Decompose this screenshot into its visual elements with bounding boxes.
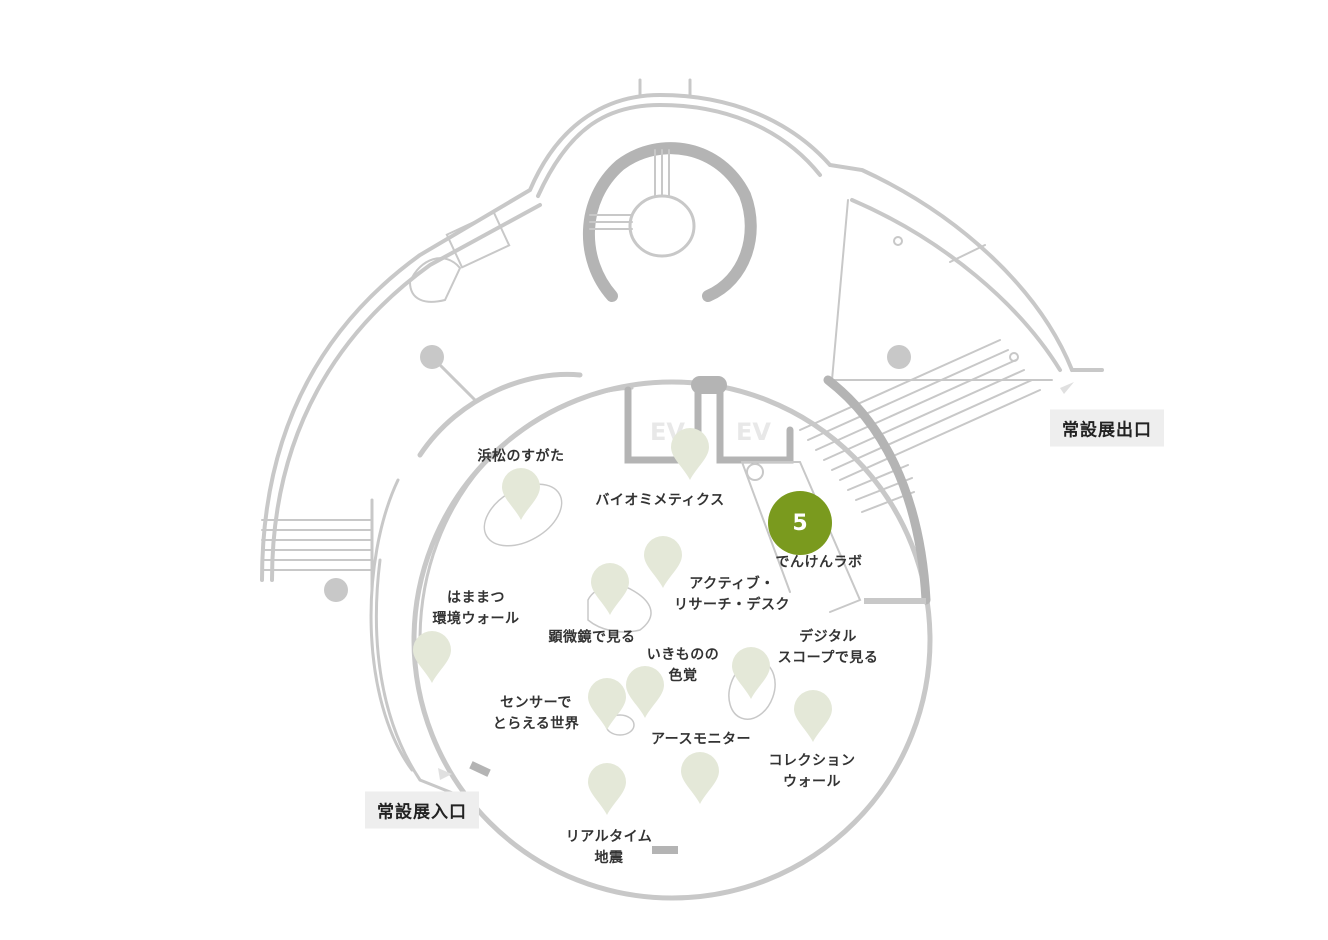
label-hamamatsu-figure[interactable]: 浜松のすがた bbox=[477, 448, 565, 465]
entrance-label: 常設展入口 bbox=[365, 791, 479, 829]
label-line: 色覚 bbox=[668, 668, 698, 684]
label-realtime-earthquake[interactable]: リアルタイム 地震 bbox=[566, 827, 653, 869]
label-line: スコープで見る bbox=[777, 650, 879, 666]
label-line: いきものの bbox=[646, 647, 720, 663]
label-line: アクティブ・ bbox=[689, 576, 775, 592]
pin-hamamatsu-figure[interactable] bbox=[502, 468, 540, 520]
exit-label: 常設展出口 bbox=[1050, 409, 1164, 447]
pin-digital-scope[interactable] bbox=[732, 647, 770, 699]
exhibit-pins bbox=[413, 428, 832, 815]
north-curve bbox=[536, 102, 822, 198]
label-line: はままつ bbox=[447, 590, 505, 606]
pin-realtime-earthquake[interactable] bbox=[588, 763, 626, 815]
outer-wall bbox=[260, 92, 1074, 582]
east-curve bbox=[850, 198, 1062, 372]
label-collection-wall[interactable]: コレクション ウォール bbox=[769, 751, 856, 793]
pin-microscope[interactable] bbox=[591, 563, 629, 615]
pin-sensor-world[interactable] bbox=[588, 678, 626, 730]
label-line: 環境ウォール bbox=[432, 611, 520, 627]
label-earth-monitor[interactable]: アースモニター bbox=[651, 731, 751, 748]
label-line: 地震 bbox=[594, 850, 624, 866]
label-line: とらえる世界 bbox=[492, 716, 580, 732]
label-line: リサーチ・デスク bbox=[674, 597, 790, 613]
pin-earth-monitor[interactable] bbox=[681, 752, 719, 804]
pin-biomimetics[interactable] bbox=[671, 428, 709, 480]
main-hall-wall bbox=[417, 371, 583, 458]
label-biomimetics[interactable]: バイオミメティクス bbox=[595, 492, 725, 509]
label-active-research-desk[interactable]: アクティブ・ リサーチ・デスク bbox=[674, 574, 790, 616]
label-digital-scope[interactable]: デジタル スコープで見る bbox=[778, 627, 879, 669]
svg-text:EV: EV bbox=[736, 418, 771, 446]
pin-hamamatsu-environment-wall[interactable] bbox=[413, 631, 451, 683]
label-line: ウォール bbox=[783, 774, 841, 790]
active-exhibit-marker[interactable]: 5 bbox=[768, 491, 832, 555]
pin-creature-colors[interactable] bbox=[626, 666, 664, 718]
label-creature-colors[interactable]: いきものの 色覚 bbox=[647, 645, 720, 687]
label-line: センサーで bbox=[500, 695, 572, 711]
inner-wall bbox=[270, 203, 542, 582]
label-microscope[interactable]: 顕微鏡で見る bbox=[548, 629, 636, 646]
label-line: リアルタイム bbox=[565, 829, 653, 845]
label-denken-lab[interactable]: でんけんラボ bbox=[775, 554, 863, 571]
label-line: コレクション bbox=[768, 753, 856, 769]
label-hamamatsu-environment-wall[interactable]: はままつ 環境ウォール bbox=[433, 588, 520, 630]
pin-collection-wall[interactable] bbox=[794, 690, 832, 742]
pin-active-research-desk[interactable] bbox=[644, 536, 682, 588]
label-sensor-world[interactable]: センサーで とらえる世界 bbox=[493, 693, 580, 735]
label-line: デジタル bbox=[799, 629, 857, 645]
